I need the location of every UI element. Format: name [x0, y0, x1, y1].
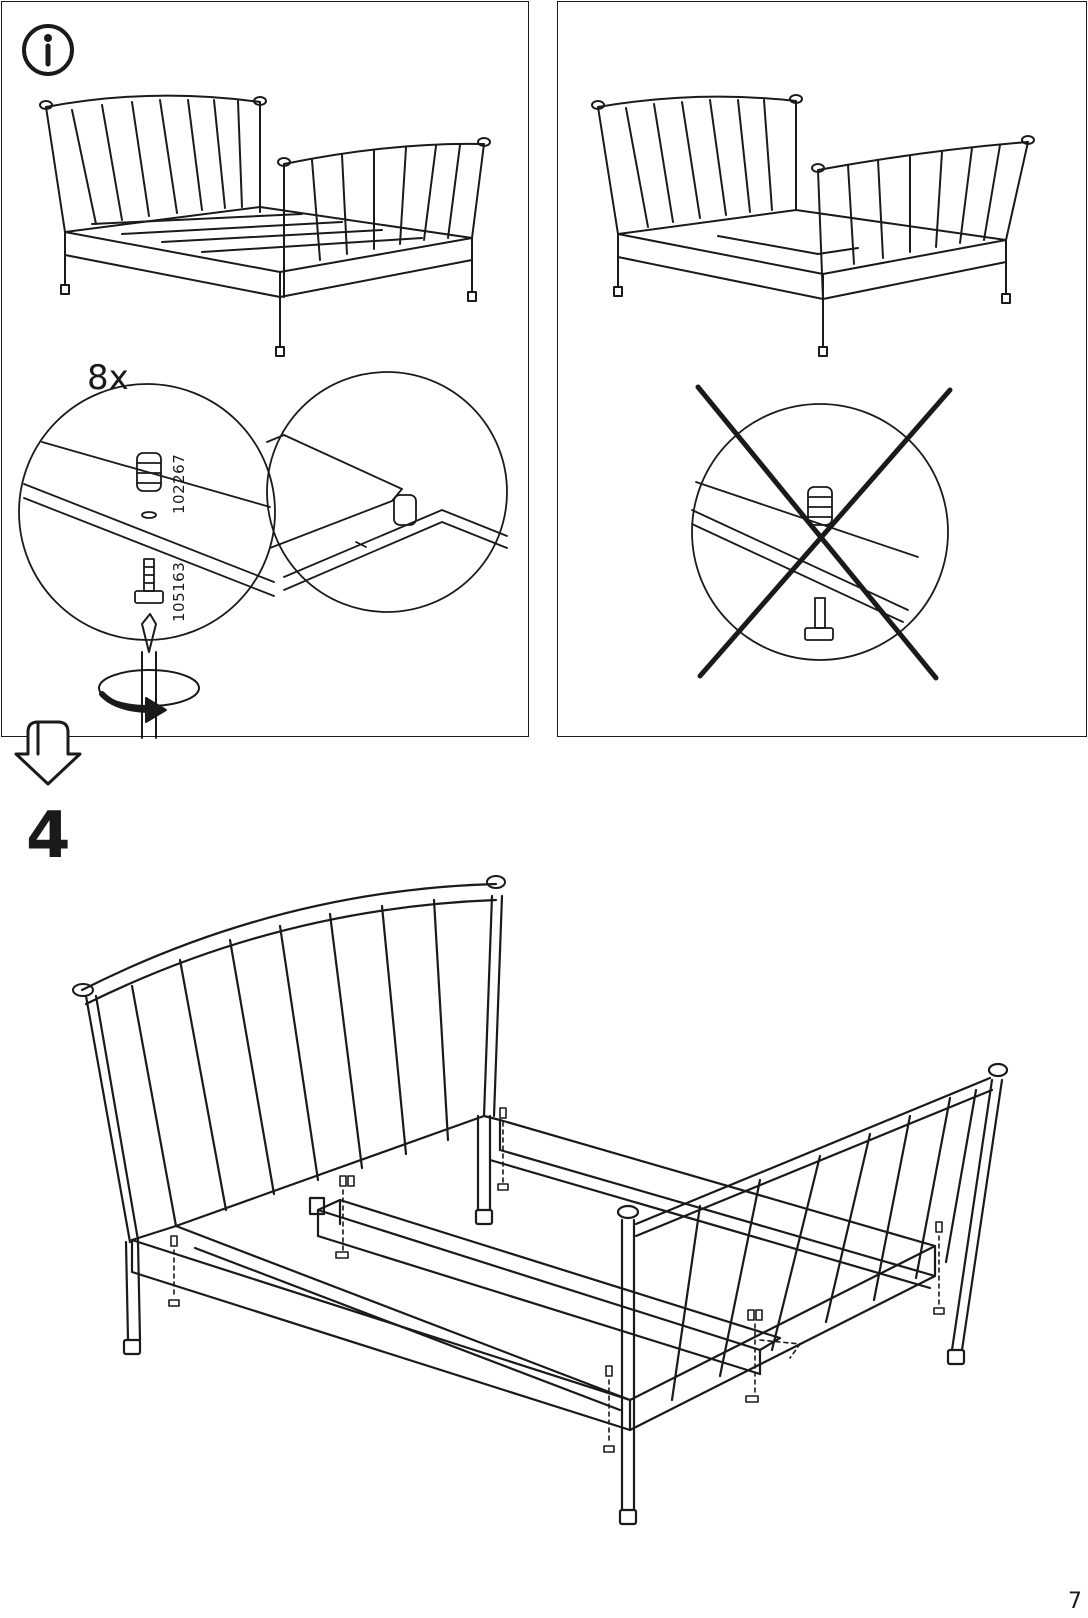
page-number: 7	[1068, 1589, 1082, 1614]
